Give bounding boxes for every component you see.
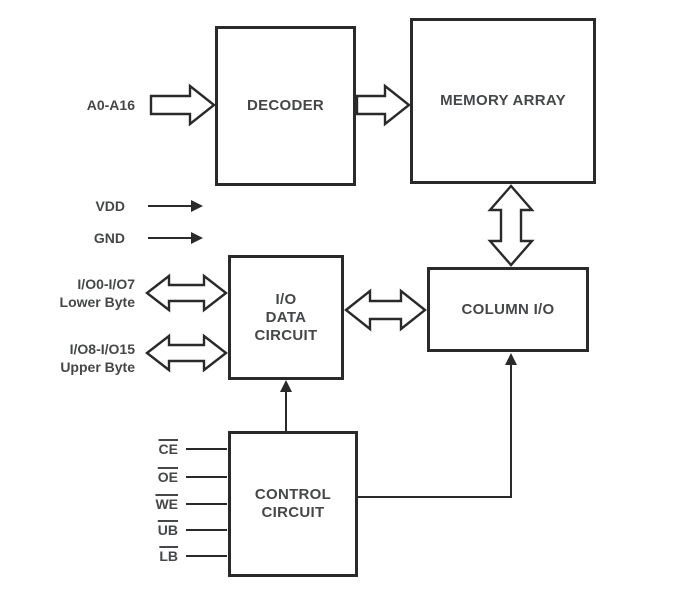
signal-label-ce: CE — [130, 440, 178, 458]
column-io-block: COLUMN I/O — [427, 267, 589, 352]
lower-byte-label-line1: I/O0-I/O7 — [77, 276, 135, 292]
upper-byte-label: I/O8-I/O15 Upper Byte — [40, 340, 135, 376]
gnd-label: GND — [93, 230, 125, 246]
control-circuit-label-line1: CONTROL — [254, 486, 332, 503]
decoder-to-memory-arrow-icon — [355, 83, 411, 127]
control-to-column-arrowhead-icon — [505, 353, 517, 365]
lb-text: LB — [159, 548, 178, 564]
lower-byte-label: I/O0-I/O7 Lower Byte — [40, 275, 135, 311]
signal-label-we: WE — [130, 495, 178, 513]
control-circuit-block: CONTROL CIRCUIT — [228, 431, 358, 577]
io-data-circuit-label-line2: DATA — [265, 308, 307, 326]
decoder-block: DECODER — [215, 26, 356, 186]
signal-label-oe: OE — [130, 468, 178, 486]
signal-label-lb: LB — [130, 547, 178, 565]
column-io-label: COLUMN I/O — [461, 300, 555, 318]
io-data-circuit-label-line3: CIRCUIT — [254, 326, 318, 344]
io-data-circuit-block: I/O DATA CIRCUIT — [228, 255, 344, 380]
upper-byte-bidirectional-arrow-icon — [145, 333, 228, 373]
io-data-circuit-label-line1: I/O — [275, 290, 297, 308]
address-bus-label: A0-A16 — [86, 97, 135, 113]
vdd-label: VDD — [95, 198, 125, 214]
control-to-column-line — [358, 363, 512, 498]
io-to-column-bidirectional-arrow-icon — [344, 288, 427, 332]
gnd-arrowhead-icon — [191, 232, 203, 244]
lower-byte-bidirectional-arrow-icon — [145, 273, 228, 313]
control-to-io-arrowhead-icon — [280, 380, 292, 392]
address-arrow-icon — [149, 83, 216, 127]
ce-text: CE — [158, 441, 178, 457]
ub-text: UB — [157, 522, 178, 538]
we-text: WE — [155, 496, 178, 512]
oe-text: OE — [157, 469, 178, 485]
decoder-label: DECODER — [246, 97, 325, 114]
control-circuit-label-line2: CIRCUIT — [261, 504, 325, 521]
signal-label-ub: UB — [130, 521, 178, 539]
lower-byte-label-line2: Lower Byte — [59, 294, 135, 310]
memory-to-column-bidirectional-arrow-icon — [487, 184, 535, 267]
upper-byte-label-line1: I/O8-I/O15 — [69, 341, 135, 357]
upper-byte-label-line2: Upper Byte — [60, 359, 135, 375]
memory-array-label: MEMORY ARRAY — [440, 92, 566, 109]
memory-array-block: MEMORY ARRAY — [410, 18, 596, 184]
vdd-arrowhead-icon — [191, 200, 203, 212]
